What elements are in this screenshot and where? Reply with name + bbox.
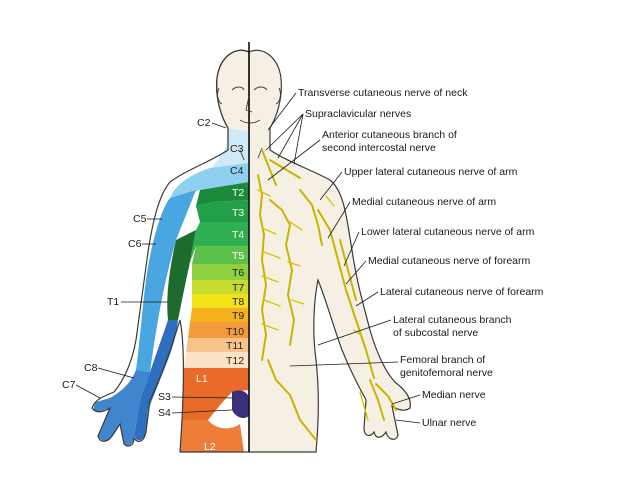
label-C3: C3 [230,143,244,155]
label-T9: T9 [232,310,244,322]
body-right-half [248,49,411,453]
label-medial-cutaneous-arm: Medial cutaneous nerve of arm [352,196,496,208]
label-T8: T8 [232,296,244,308]
label-C7: C7 [62,379,76,391]
label-of-subcostal-nerve: of subcostal nerve [393,327,478,339]
body-left-half [91,49,250,453]
label-L2: L2 [204,441,216,453]
label-C5: C5 [133,213,147,225]
label-median-nerve: Median nerve [422,389,486,401]
label-T12: T12 [226,355,244,367]
label-C8: C8 [84,362,98,374]
cutaneous-nerves [257,149,397,441]
label-lateral-cutaneous-forearm: Lateral cutaneous nerve of forearm [380,286,544,298]
label-T7: T7 [232,282,244,294]
label-second-intercostal-nerve: second intercostal nerve [322,142,436,154]
label-C2: C2 [197,117,211,129]
label-medial-cutaneous-forearm: Medial cutaneous nerve of forearm [368,255,531,267]
label-C6: C6 [128,238,142,250]
label-S3: S3 [158,391,171,403]
label-lateral-cutaneous-branch: Lateral cutaneous branch [393,314,512,326]
label-ulnar-nerve: Ulnar nerve [422,417,476,429]
label-femoral-branch: Femoral branch of [400,354,485,366]
label-T3: T3 [232,207,244,219]
label-anterior-cutaneous-branch: Anterior cutaneous branch of [322,129,457,141]
label-L1: L1 [196,373,208,385]
label-genitofemoral-nerve: genitofemoral nerve [400,367,493,379]
label-S4: S4 [158,407,171,419]
label-T4: T4 [232,229,244,241]
label-transverse-cutaneous-nerve: Transverse cutaneous nerve of neck [298,87,468,99]
label-T6: T6 [232,267,244,279]
label-T11: T11 [226,340,243,352]
dermatome-labels: C2 C3 C4 C5 C6 T1 C8 C7 T2 T3 T4 T5 T6 T… [62,117,244,453]
label-T1: T1 [107,296,119,308]
label-lower-lateral-cutaneous-arm: Lower lateral cutaneous nerve of arm [361,226,535,238]
label-T2: T2 [232,187,244,199]
label-T5: T5 [232,250,244,262]
label-T10: T10 [226,326,244,338]
label-supraclavicular-nerves: Supraclavicular nerves [305,108,411,120]
label-upper-lateral-cutaneous-arm: Upper lateral cutaneous nerve of arm [344,166,518,178]
nerve-labels: Transverse cutaneous nerve of neck Supra… [265,87,544,429]
label-C4: C4 [230,165,244,177]
